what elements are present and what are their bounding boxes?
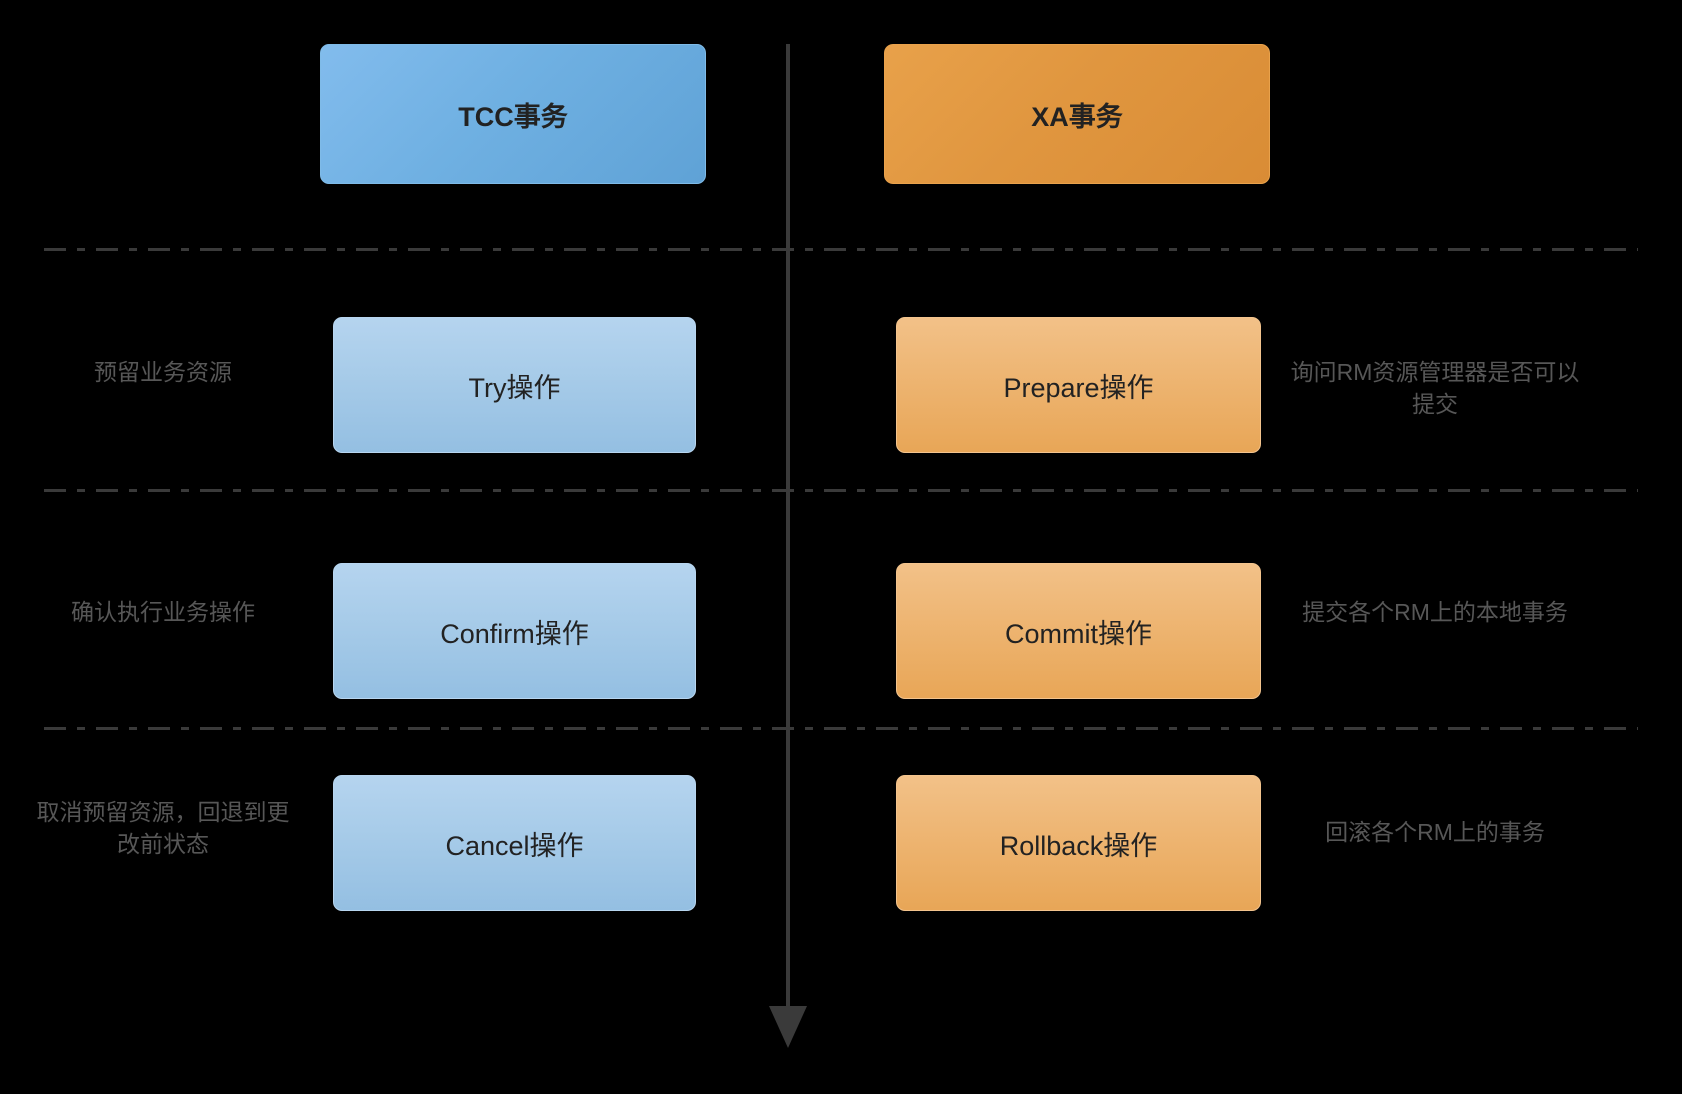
separator-line-3	[44, 727, 1638, 730]
separator-line-1	[44, 248, 1638, 251]
separator-line-2	[44, 489, 1638, 492]
header-label-xa: XA事务	[1031, 101, 1123, 132]
caption-left-cancel: 取消预留资源，回退到更改前状态	[36, 799, 290, 857]
step-label-rollback: Rollback操作	[999, 830, 1158, 861]
step-box-commit[interactable]: Commit操作	[896, 563, 1261, 699]
caption-left-try: 预留业务资源	[94, 359, 232, 385]
header-box-tcc[interactable]: TCC事务	[320, 44, 706, 184]
step-box-try[interactable]: Try操作	[333, 317, 696, 453]
step-label-cancel: Cancel操作	[445, 830, 584, 861]
step-box-confirm[interactable]: Confirm操作	[333, 563, 696, 699]
step-box-cancel[interactable]: Cancel操作	[333, 775, 696, 911]
caption-left-confirm: 确认执行业务操作	[71, 599, 255, 625]
caption-right-prepare: 询问RM资源管理器是否可以提交	[1290, 359, 1580, 417]
step-label-confirm: Confirm操作	[440, 618, 589, 649]
step-box-rollback[interactable]: Rollback操作	[896, 775, 1261, 911]
step-label-try: Try操作	[468, 372, 561, 403]
step-label-prepare: Prepare操作	[1003, 372, 1154, 403]
step-box-prepare[interactable]: Prepare操作	[896, 317, 1261, 453]
arrow-down-icon	[769, 1006, 807, 1048]
flow-spine	[786, 44, 790, 1014]
caption-right-rollback: 回滚各个RM上的事务	[1325, 819, 1545, 845]
header-label-tcc: TCC事务	[458, 101, 568, 132]
step-label-commit: Commit操作	[1005, 618, 1152, 649]
caption-right-commit: 提交各个RM上的本地事务	[1302, 599, 1568, 625]
header-box-xa[interactable]: XA事务	[884, 44, 1270, 184]
